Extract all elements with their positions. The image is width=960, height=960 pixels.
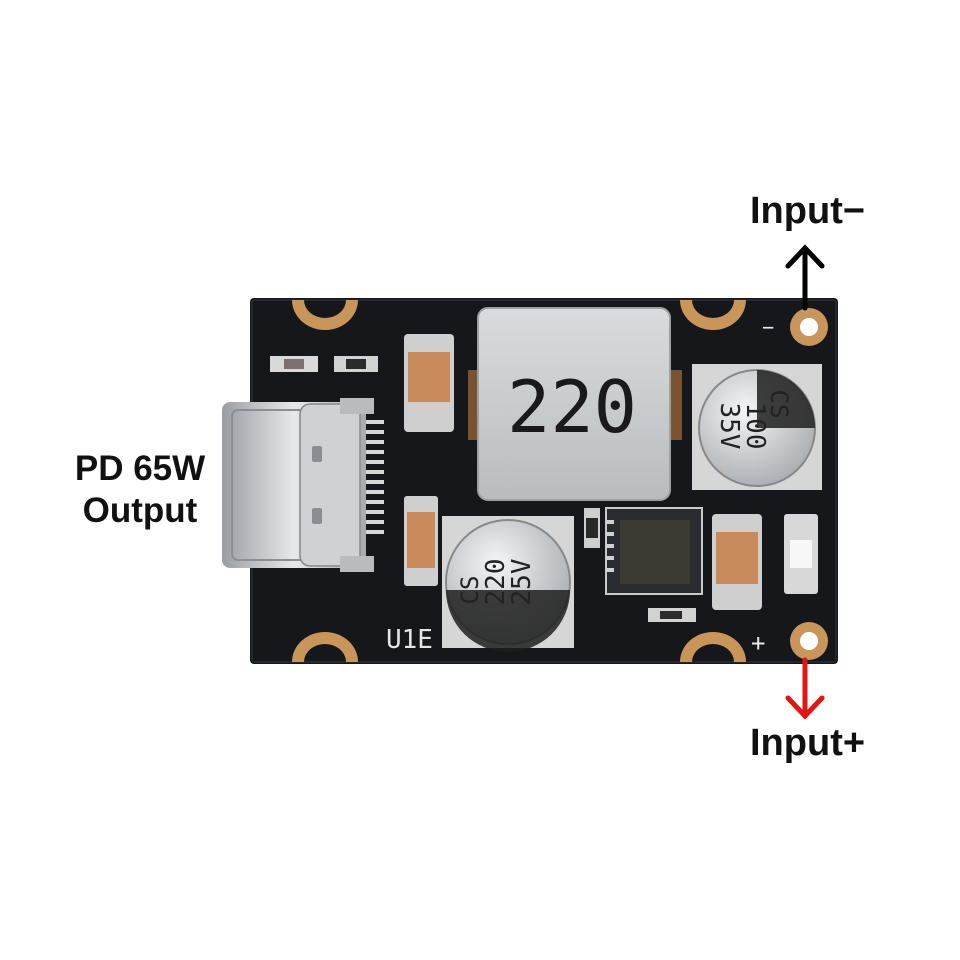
cap-right-line1: CS bbox=[765, 390, 793, 419]
label-input-plus: Input+ bbox=[750, 722, 866, 764]
silk-u1e: U1E bbox=[386, 625, 433, 655]
corner-pad-top-mid bbox=[680, 300, 746, 330]
arrow-input-plus bbox=[785, 657, 825, 720]
corner-pad-top-left bbox=[292, 300, 358, 330]
usb-pins bbox=[366, 420, 384, 534]
controller-ic bbox=[605, 507, 703, 595]
label-output-line1: PD 65W bbox=[74, 449, 206, 488]
capacitor-220uf: CS 220 25V bbox=[442, 516, 574, 652]
silk-plus: + bbox=[751, 629, 765, 657]
ceramic-capacitor-left bbox=[404, 496, 438, 586]
cap-center-line1: CS bbox=[456, 576, 484, 605]
cap-right-line2: 100 bbox=[740, 403, 770, 450]
cap-center-line3: 25V bbox=[507, 559, 537, 606]
capacitor-100uf: CS 100 35V bbox=[692, 364, 822, 490]
corner-pad-bottom-mid bbox=[680, 632, 746, 662]
led-right bbox=[784, 514, 818, 594]
cap-right-line3: 35V bbox=[714, 403, 744, 450]
inductor: 220 bbox=[468, 307, 682, 501]
usb-c-connector bbox=[222, 398, 374, 572]
ceramic-capacitor-right bbox=[712, 514, 762, 610]
label-pd-output: PD 65W Output bbox=[40, 448, 240, 532]
ceramic-capacitor-top bbox=[404, 334, 454, 432]
label-input-minus: Input− bbox=[750, 190, 866, 232]
cap-center-line2: 220 bbox=[481, 559, 511, 606]
arrow-input-minus bbox=[785, 244, 825, 311]
inductor-marking: 220 bbox=[507, 365, 637, 449]
label-output-line2: Output bbox=[82, 491, 198, 530]
corner-pad-bottom-left bbox=[292, 632, 358, 662]
silk-minus: − bbox=[762, 315, 774, 339]
